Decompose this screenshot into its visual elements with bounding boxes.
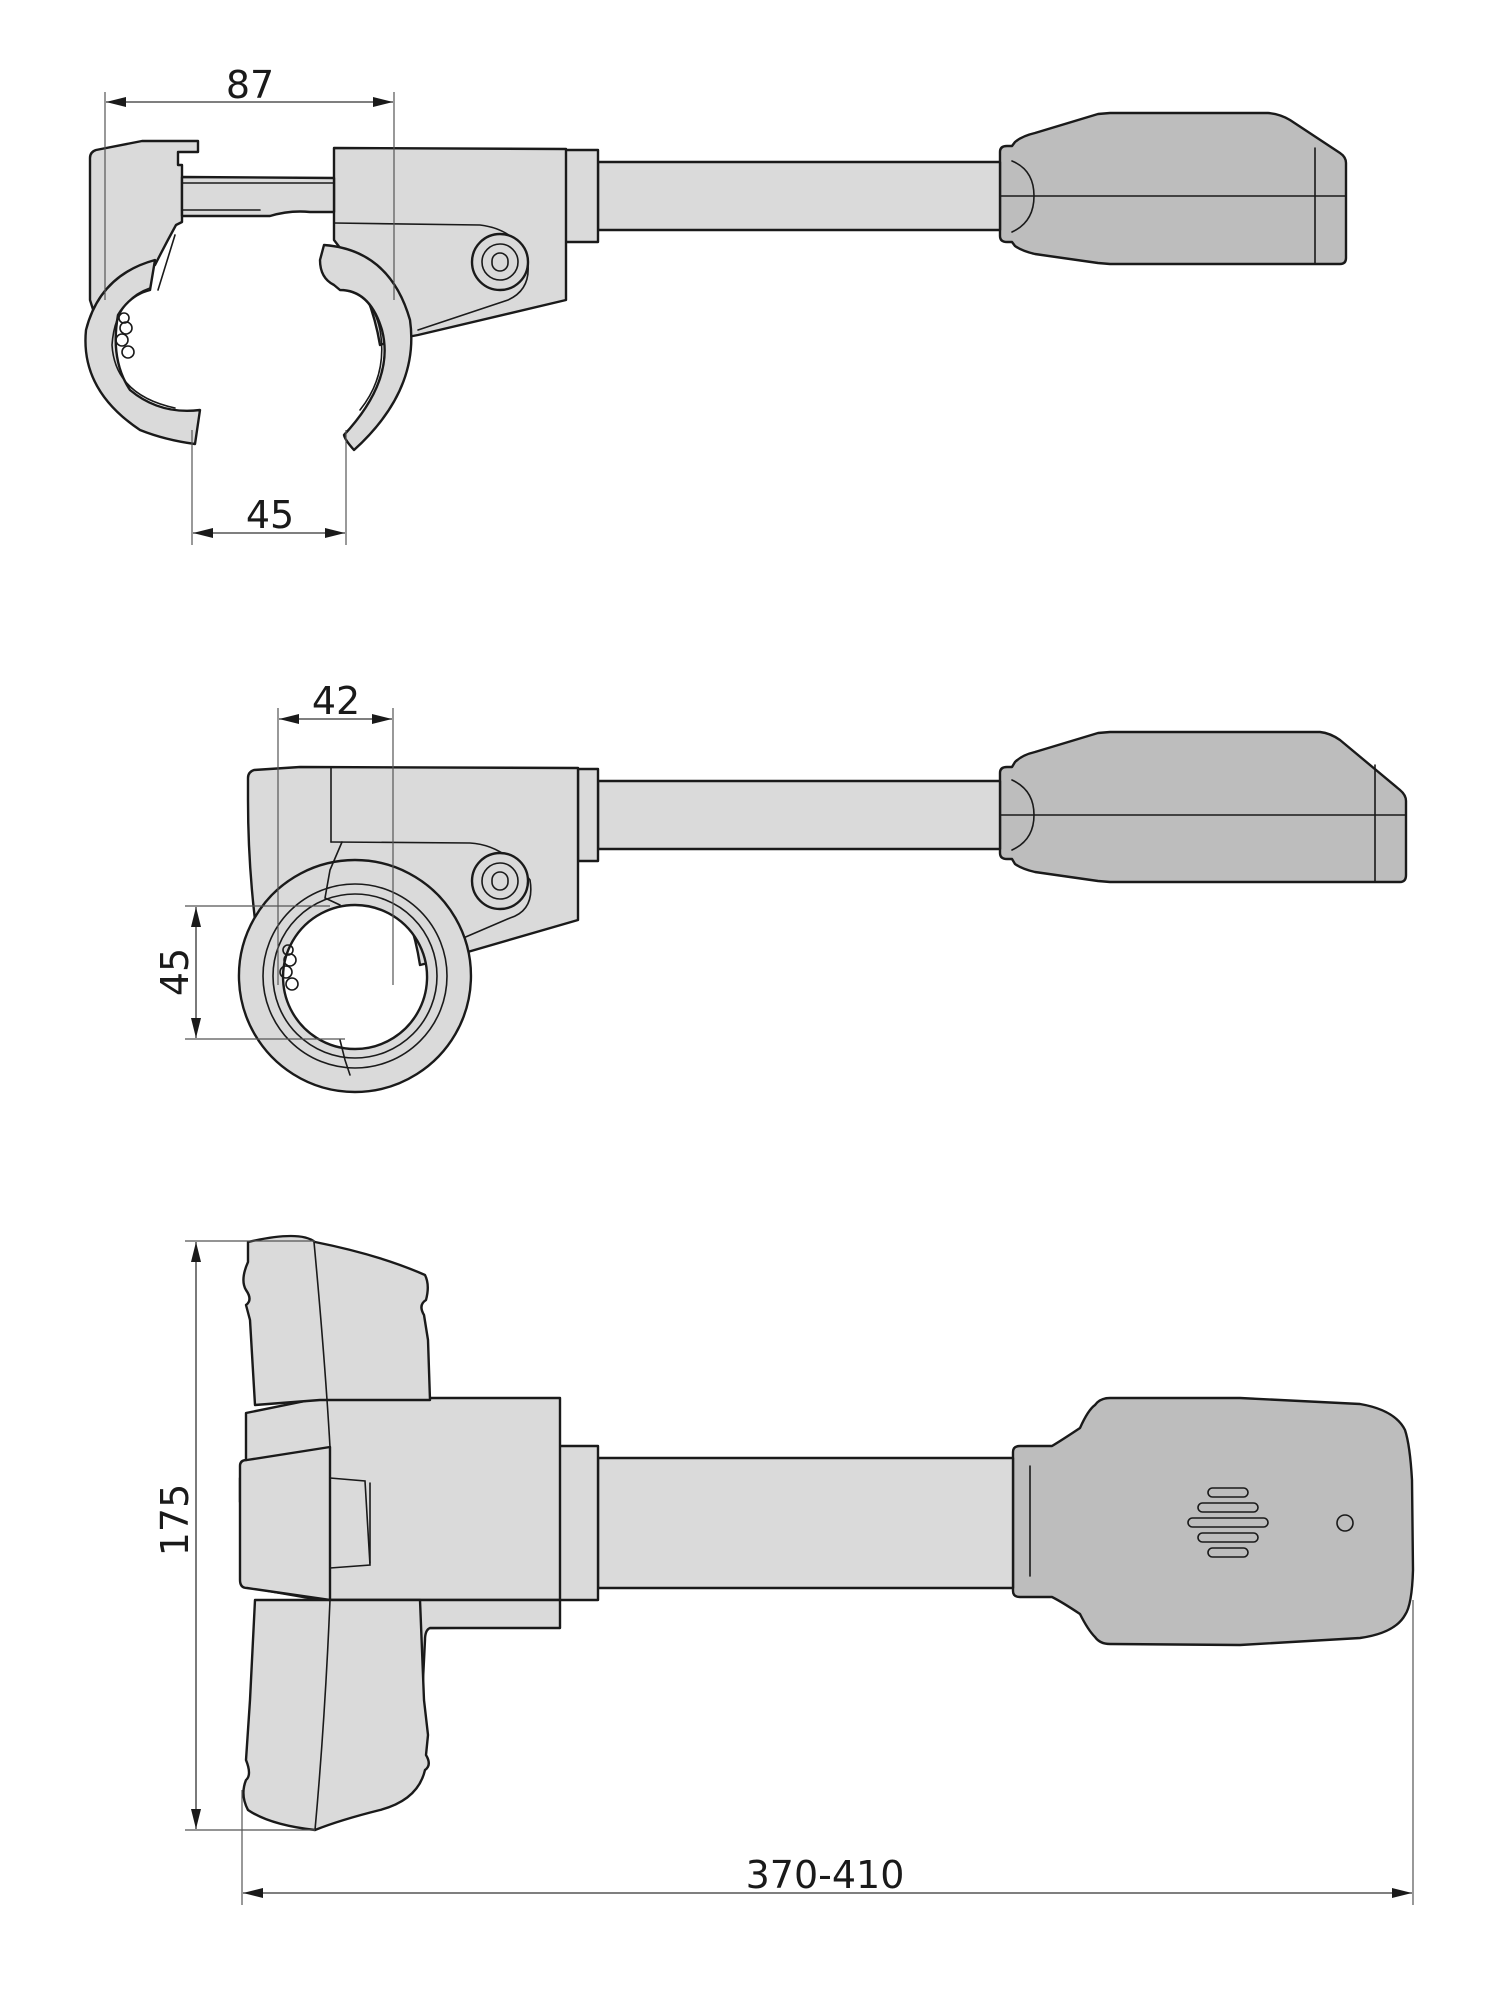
lower-jaw-top (242, 1598, 430, 1832)
top-view (238, 1234, 1415, 1832)
dimensions-view-3: 175 370-410 (153, 1240, 1414, 1905)
dim-label-45-gap: 45 (246, 493, 294, 537)
guide-rod (180, 175, 336, 218)
extension-bar-top (596, 1456, 1015, 1590)
grip-handle-top (1011, 1396, 1415, 1647)
dim-label-370-410: 370-410 (746, 1853, 905, 1897)
clamp-body (332, 146, 568, 347)
indicator-dot-icon (1336, 1514, 1354, 1532)
dimensions-view-2: 42 45 (153, 679, 394, 1040)
lock-knob[interactable] (470, 232, 530, 292)
dim-label-42: 42 (312, 679, 360, 723)
vent-slots-icon (1187, 1487, 1269, 1558)
upper-jaw-top (242, 1234, 432, 1407)
dim-label-87: 87 (226, 63, 274, 107)
jaw-left (84, 258, 202, 446)
extension-bar (596, 160, 1002, 232)
side-view-closed (237, 730, 1408, 1094)
grip-handle-2 (998, 730, 1408, 884)
dim-label-175: 175 (153, 1484, 197, 1557)
dimensions-view-1: 87 45 (104, 63, 395, 545)
extension-bar-2 (596, 779, 1002, 851)
dim-label-45-diameter: 45 (153, 948, 197, 996)
lock-knob-2[interactable] (470, 851, 530, 911)
side-view-open (84, 111, 1348, 452)
grip-handle (998, 111, 1348, 266)
bar-collar-2 (576, 767, 600, 863)
